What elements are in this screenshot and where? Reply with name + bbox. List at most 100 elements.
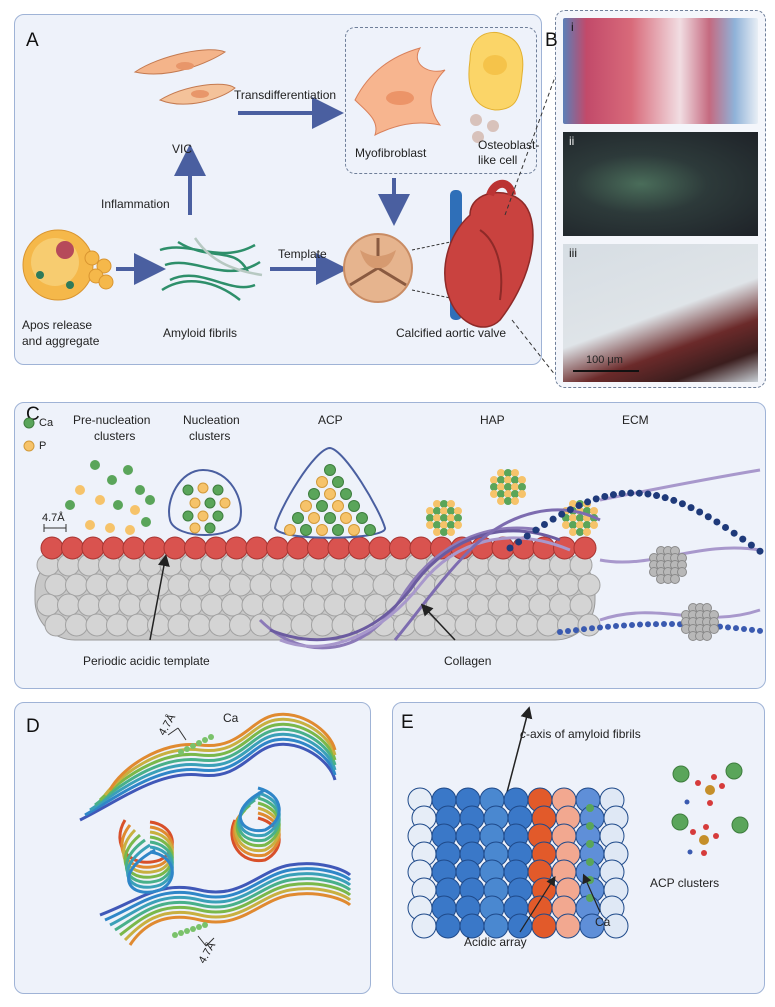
sub-iii: iii: [569, 246, 577, 260]
fibril-strand: [94, 727, 337, 807]
fibril-strand: [99, 862, 352, 917]
ecm-bead: [722, 523, 730, 531]
ecm-bead: [704, 513, 712, 521]
acp-ion: [292, 512, 304, 524]
collagen-arrow: [420, 603, 456, 641]
ecm-bead: [565, 628, 571, 635]
ca-chain-top: [178, 734, 214, 755]
ecm-bead: [592, 495, 600, 503]
ca-ion: [178, 930, 184, 936]
hap-ion: [426, 521, 434, 529]
ecm-bead: [696, 508, 704, 516]
legend-p-dot: [23, 440, 35, 452]
inflammation-label: Inflammation: [101, 197, 170, 211]
fibril-unit: [531, 913, 557, 939]
ca-ion: [586, 840, 594, 848]
apos-label-1: Apos release: [22, 318, 93, 332]
ca-ion: [178, 749, 184, 755]
fibril-strand: [126, 843, 174, 889]
collagen-label: Collagen: [444, 654, 492, 668]
hap-ion: [590, 521, 598, 529]
fibril-strand: [98, 722, 337, 802]
osteoblast-icon: [468, 31, 524, 143]
fibril-strand: [108, 712, 337, 791]
heart-icon: [444, 179, 534, 328]
ecm-bead: [515, 538, 523, 546]
fibril-unit: [435, 913, 461, 939]
hap-ion: [562, 521, 570, 529]
ca-ion: [586, 858, 594, 866]
acp-ion: [332, 524, 344, 536]
c-axis-label: c-axis of amyloid fibrils: [520, 727, 641, 741]
acp-ion: [300, 524, 312, 536]
hap-ion: [440, 521, 448, 529]
hap-ion: [440, 507, 448, 515]
nucleation-ion: [182, 484, 194, 496]
hap-ion: [511, 490, 519, 498]
hap-ion: [504, 490, 512, 498]
ecm-bead: [589, 625, 595, 632]
acp-ion: [356, 512, 368, 524]
ecm-bead: [549, 515, 557, 523]
legend-ca-dot: [23, 417, 35, 429]
hap-ion: [497, 497, 505, 505]
myofibroblast-label: Myofibroblast: [355, 146, 427, 160]
nucleation-ion: [204, 497, 216, 509]
fibril-strand: [239, 786, 281, 833]
ca-ion: [202, 737, 208, 743]
fibril-subunit: [569, 593, 593, 617]
apos-particle-icon: [22, 229, 114, 301]
hap-ion: [504, 497, 512, 505]
acp-molecules: [671, 762, 749, 856]
hap-ion: [518, 476, 526, 484]
transdiff-label: Transdifferentiation: [234, 88, 337, 102]
ecm-bead: [669, 621, 675, 628]
hap-ion: [490, 490, 498, 498]
fibril-strand: [103, 717, 337, 796]
ecm-bead: [597, 624, 603, 631]
sub-i: i: [571, 20, 574, 34]
hap-ion: [447, 500, 455, 508]
hap-crystal-top: [490, 469, 526, 505]
panel-e-label: E: [401, 712, 414, 733]
nucleation-ion: [182, 510, 194, 522]
nucleation-ion: [219, 497, 231, 509]
vic-label: VIC: [172, 142, 193, 156]
ecm-bead: [573, 627, 579, 634]
prenucleation-label-1: Pre-nucleation: [73, 413, 151, 427]
hap-ion: [433, 521, 441, 529]
panel-d-label: D: [26, 716, 40, 737]
ecm-bead: [756, 547, 764, 555]
hap-ion: [497, 490, 505, 498]
amyloid-fibrils-icon: [159, 237, 263, 301]
ecm-bead: [670, 496, 678, 504]
hap-ion: [426, 514, 434, 522]
ecm-bead: [584, 498, 592, 506]
ecm-bead: [741, 626, 747, 633]
ecm-bead: [618, 490, 626, 498]
acp-ion: [348, 524, 360, 536]
acp-label: ACP: [318, 413, 343, 427]
ecm-bead: [757, 627, 763, 634]
fibril-strand: [123, 833, 174, 879]
hap-ion: [490, 483, 498, 491]
hap-ion: [511, 469, 519, 477]
hap-ion: [440, 514, 448, 522]
acp-cluster: [273, 446, 387, 539]
acp-ion: [332, 500, 344, 512]
myofibroblast-icon: [354, 47, 446, 136]
ecm-bead: [613, 623, 619, 630]
ca-ion: [184, 928, 190, 934]
ecm-bead: [605, 623, 611, 630]
fibril-strand: [84, 737, 337, 817]
ca-ion: [586, 822, 594, 830]
hap-ion: [576, 521, 584, 529]
acp-ion: [348, 500, 360, 512]
ca-ion: [184, 746, 190, 752]
ecm-bead: [687, 504, 695, 512]
hap-ion: [511, 497, 519, 505]
nucleation-cluster: [168, 468, 242, 536]
ca-ion: [172, 932, 178, 938]
nucleation-ion: [189, 497, 201, 509]
ca-ion: [202, 922, 208, 928]
